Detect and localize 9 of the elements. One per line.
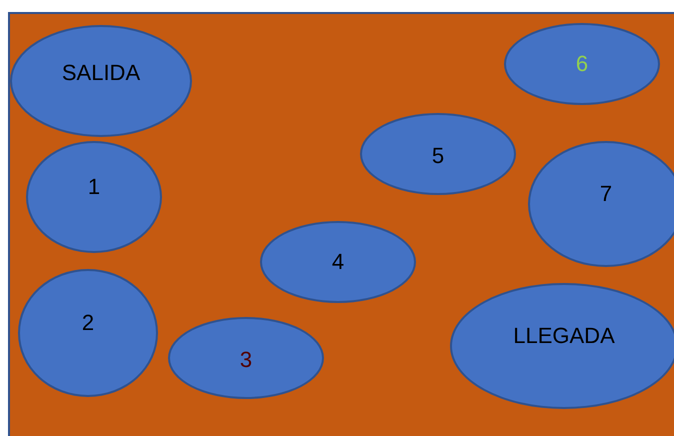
node-label: LLEGADA — [513, 324, 615, 348]
node-label: 5 — [432, 144, 444, 168]
node-label: SALIDA — [62, 60, 140, 86]
node-label: 4 — [332, 250, 344, 274]
node-label: 6 — [576, 52, 588, 76]
node-label: 2 — [82, 310, 94, 336]
node-label: 1 — [88, 174, 100, 200]
node-label: 3 — [240, 348, 252, 372]
node-label: 7 — [600, 182, 612, 206]
